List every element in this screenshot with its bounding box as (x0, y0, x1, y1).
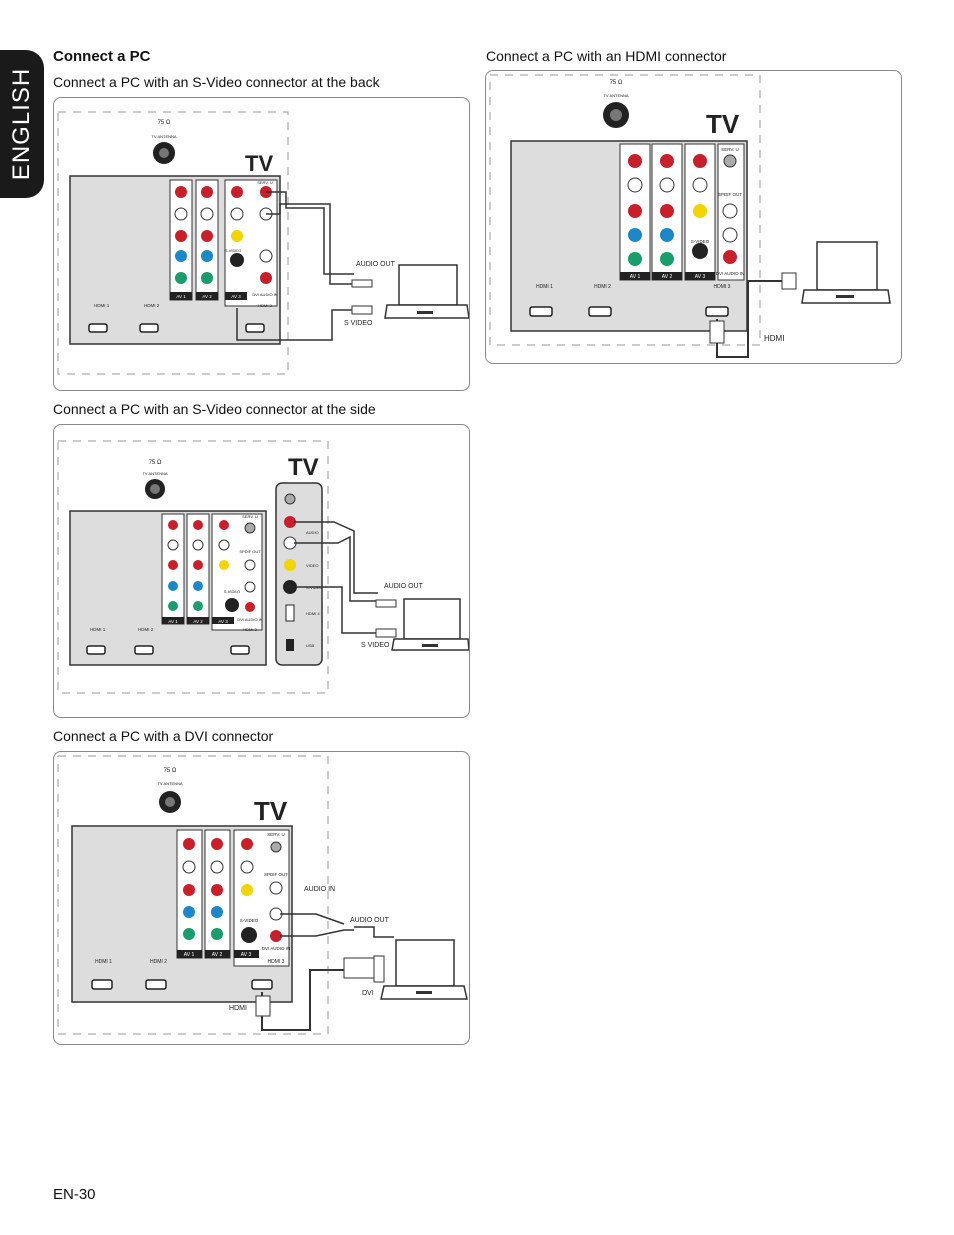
svg-text:S-VIDEO: S-VIDEO (240, 918, 259, 923)
laptop-icon (380, 939, 468, 1000)
svg-text:AUDIO OUT: AUDIO OUT (350, 917, 390, 924)
svg-text:75 Ω: 75 Ω (610, 80, 623, 86)
svg-text:VIDEO: VIDEO (306, 563, 318, 568)
svg-text:S-VIDEO: S-VIDEO (225, 248, 241, 253)
laptop-icon (391, 598, 469, 651)
tv-antenna-group: 75 Ω TV ANTENNA (142, 460, 168, 499)
svg-text:SERV. U: SERV. U (242, 514, 258, 519)
svg-text:AV 1: AV 1 (184, 952, 195, 958)
svg-text:HDMI 3: HDMI 3 (243, 627, 257, 632)
svg-text:HDMI 1: HDMI 1 (94, 303, 110, 308)
svg-text:AV 3: AV 3 (231, 294, 241, 299)
svg-text:AV 2: AV 2 (212, 952, 223, 958)
svg-text:DVI: DVI (362, 990, 374, 997)
section-4-title: Connect a PC with a DVI connector (53, 728, 274, 744)
svg-text:TV ANTENNA: TV ANTENNA (603, 93, 628, 98)
svg-text:S-VIDEO: S-VIDEO (224, 589, 240, 594)
svg-text:TV ANTENNA: TV ANTENNA (142, 471, 167, 476)
svg-text:SPDIF OUT: SPDIF OUT (718, 192, 742, 197)
svg-text:SERV. U: SERV. U (257, 180, 273, 185)
svg-text:SPDIF OUT: SPDIF OUT (239, 549, 261, 554)
svg-text:AUDIO OUT: AUDIO OUT (384, 583, 424, 590)
svg-text:AV 3: AV 3 (241, 952, 252, 958)
svg-text:AV 1: AV 1 (630, 274, 641, 280)
svg-text:DVI AUDIO IN: DVI AUDIO IN (252, 292, 277, 297)
antenna-ohm: 75 Ω (158, 120, 171, 126)
tv-antenna-group: 75 Ω TV ANTENNA (151, 120, 177, 164)
svg-text:AV 3: AV 3 (218, 619, 228, 624)
svg-text:HDMI: HDMI (764, 334, 784, 343)
language-tab: ENGLISH (0, 50, 44, 198)
tv-label: TV (288, 454, 319, 481)
svg-text:S-VIDEO: S-VIDEO (691, 239, 710, 244)
svg-text:HDMI: HDMI (229, 1005, 247, 1012)
svg-text:S VIDEO: S VIDEO (361, 642, 390, 649)
tv-label: TV (706, 109, 740, 139)
svg-text:SPDIF OUT: SPDIF OUT (264, 872, 288, 877)
laptop-icon (384, 264, 469, 319)
page-heading: Connect a PC (53, 48, 151, 65)
diagram-hdmi: 75 Ω TV ANTENNA TV AV 1 AV 2 AV 3 SERV. … (485, 70, 902, 364)
laptop-icon (801, 241, 891, 304)
section-1-title: Connect a PC with an S-Video connector a… (53, 74, 380, 90)
svg-text:AV 3: AV 3 (695, 274, 706, 280)
svg-text:HDMI 3: HDMI 3 (258, 303, 272, 308)
tv-outline (57, 111, 289, 375)
svg-text:AUDIO OUT: AUDIO OUT (356, 261, 396, 268)
svg-text:AV 1: AV 1 (176, 294, 186, 299)
svg-text:HDMI 1: HDMI 1 (95, 959, 112, 965)
antenna-label: TV ANTENNA (151, 134, 176, 139)
svg-text:S VIDEO: S VIDEO (344, 320, 373, 327)
svg-text:AUDIO: AUDIO (306, 530, 319, 535)
svg-text:HDMI 1: HDMI 1 (90, 627, 106, 632)
svg-text:USB: USB (306, 643, 315, 648)
svg-text:HDMI 2: HDMI 2 (594, 284, 611, 290)
svg-text:HDMI 2: HDMI 2 (150, 959, 167, 965)
tv-label: TV (245, 151, 273, 176)
svg-text:HDMI 2: HDMI 2 (144, 303, 160, 308)
section-3-title: Connect a PC with an S-Video connector a… (53, 401, 376, 417)
svg-text:AV 1: AV 1 (168, 619, 178, 624)
svg-text:AUDIO IN: AUDIO IN (304, 886, 335, 893)
svg-text:HDMI 3: HDMI 3 (268, 959, 285, 965)
diagram-svideo-side: 75 Ω TV ANTENNA TV AV 1 AV 2 AV 3 SERV. … (53, 424, 470, 718)
svg-text:HDMI 3: HDMI 3 (714, 284, 731, 290)
svg-text:HDMI 2: HDMI 2 (138, 627, 154, 632)
svg-text:AV 2: AV 2 (202, 294, 212, 299)
tv-antenna-group: 75 Ω TV ANTENNA (157, 768, 183, 813)
svg-text:75 Ω: 75 Ω (149, 460, 162, 466)
svg-text:HDMI 4: HDMI 4 (306, 611, 320, 616)
tv-side-panel (275, 482, 323, 666)
svg-text:DVI AUDIO IN: DVI AUDIO IN (716, 271, 745, 276)
tv-label: TV (254, 796, 288, 826)
page-number: EN-30 (53, 1186, 96, 1203)
svg-text:SERV. U: SERV. U (267, 832, 285, 837)
svg-text:AV 2: AV 2 (193, 619, 203, 624)
svg-text:75 Ω: 75 Ω (164, 768, 177, 774)
diagram-dvi: 75 Ω TV ANTENNA TV AV 1 AV 2 AV 3 SERV. … (53, 751, 470, 1045)
language-tab-label: ENGLISH (8, 67, 35, 181)
svg-text:AV 2: AV 2 (662, 274, 673, 280)
svg-text:HDMI 1: HDMI 1 (536, 284, 553, 290)
svg-text:DVI AUDIO IN: DVI AUDIO IN (262, 946, 291, 951)
svg-text:TV ANTENNA: TV ANTENNA (157, 781, 182, 786)
svg-text:SERV. U: SERV. U (721, 147, 739, 152)
tv-antenna-group: 75 Ω TV ANTENNA (603, 80, 629, 128)
section-2-title: Connect a PC with an HDMI connector (486, 48, 727, 64)
diagram-svideo-back: 75 Ω TV ANTENNA TV AV 1 AV 2 AV 3 SERV. … (53, 97, 470, 391)
svg-text:DVI AUDIO IN: DVI AUDIO IN (237, 617, 262, 622)
